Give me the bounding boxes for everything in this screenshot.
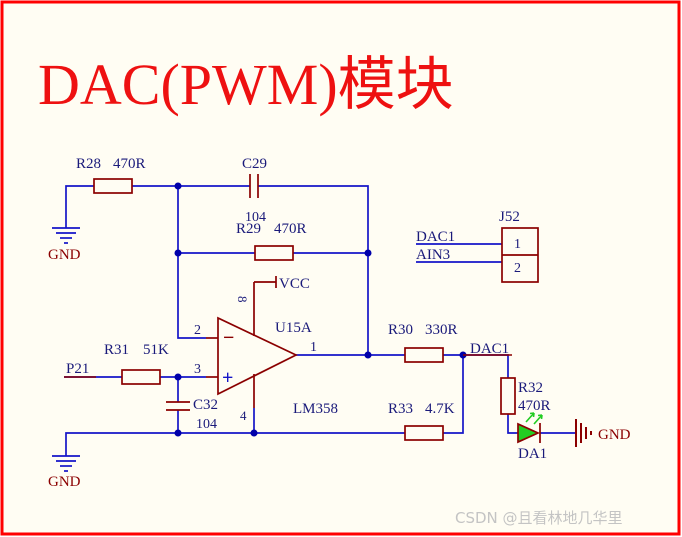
opamp-u15a bbox=[217, 316, 298, 396]
r33-value: 4.7K bbox=[425, 401, 455, 417]
resistor-r29 bbox=[254, 245, 294, 261]
opamp-pin-vcc-num: 8 bbox=[235, 296, 250, 303]
led-arrow bbox=[537, 414, 543, 420]
r32-ref: R32 bbox=[518, 380, 543, 396]
junction-dot bbox=[174, 182, 182, 190]
junction-dot bbox=[250, 429, 258, 437]
opamp-pin-out-num: 1 bbox=[310, 340, 317, 355]
gnd-label-top: GND bbox=[48, 247, 81, 263]
led-ref: DA1 bbox=[518, 446, 547, 462]
net-label-ain3-conn: AIN3 bbox=[416, 247, 450, 263]
resistor-r28 bbox=[93, 178, 133, 194]
opamp-pin-inv-num: 2 bbox=[194, 323, 201, 338]
net-label-dac1-conn: DAC1 bbox=[416, 229, 455, 245]
net-label-dac1-out: DAC1 bbox=[470, 341, 509, 357]
resistor-r32 bbox=[500, 377, 516, 415]
page-title: DAC(PWM)模块 bbox=[38, 52, 454, 117]
net-label-p21: P21 bbox=[66, 361, 89, 377]
r30-ref: R30 bbox=[388, 322, 413, 338]
resistor-r30 bbox=[404, 347, 444, 363]
opamp-pin-noninv-num: 3 bbox=[194, 362, 201, 377]
resistor-r33 bbox=[404, 425, 444, 441]
gnd-symbol-bottom bbox=[52, 455, 80, 472]
wire-r33-right bbox=[443, 355, 464, 434]
wire-gnd-r28 bbox=[65, 185, 94, 228]
r31-value: 51K bbox=[143, 342, 169, 358]
opamp-pin-gnd-num: 4 bbox=[240, 408, 247, 423]
gnd-label-bottom: GND bbox=[48, 474, 81, 490]
wire-r32-led bbox=[507, 414, 518, 434]
gnd-symbol-right bbox=[575, 419, 592, 447]
r28-value: 470R bbox=[113, 156, 146, 172]
opamp-ref: U15A bbox=[275, 320, 312, 336]
c29-ref: C29 bbox=[242, 156, 267, 172]
r29-value: 470R bbox=[274, 221, 307, 237]
r28-ref: R28 bbox=[76, 156, 101, 172]
junction-dot bbox=[364, 249, 372, 257]
junctions bbox=[174, 182, 467, 437]
r32-value: 470R bbox=[518, 398, 551, 414]
j52-pin1-num: 1 bbox=[514, 237, 521, 252]
led-arrow bbox=[525, 412, 535, 423]
wire-c29-right bbox=[258, 185, 369, 354]
r33-ref: R33 bbox=[388, 401, 413, 417]
led-arrow bbox=[529, 412, 535, 418]
c32-value: 104 bbox=[196, 417, 217, 432]
r30-value: 330R bbox=[425, 322, 458, 338]
junction-dot bbox=[364, 351, 372, 359]
wire-feedback-left bbox=[177, 186, 206, 339]
vcc-label: VCC bbox=[279, 276, 310, 292]
watermark: CSDN @且看林地几华里 bbox=[455, 509, 623, 527]
r29-ref: R29 bbox=[236, 221, 261, 237]
resistor-r31 bbox=[121, 369, 161, 385]
j52-pin2-num: 2 bbox=[514, 261, 521, 276]
gnd-symbol-top bbox=[52, 227, 80, 244]
opamp-part: LM358 bbox=[293, 401, 338, 417]
junction-dot bbox=[174, 373, 182, 381]
opamp-minus-sign: − bbox=[223, 327, 234, 349]
gnd-label-right: GND bbox=[598, 427, 631, 443]
r31-ref: R31 bbox=[104, 342, 129, 358]
c32-ref: C32 bbox=[193, 397, 218, 413]
j52-ref: J52 bbox=[499, 209, 520, 225]
junction-dot bbox=[174, 429, 182, 437]
opamp-plus-sign: + bbox=[222, 367, 233, 389]
led-arrow bbox=[533, 414, 543, 425]
led-triangle bbox=[517, 422, 541, 444]
wire-gnd-rail bbox=[65, 432, 405, 456]
junction-dot bbox=[174, 249, 182, 257]
c29-value: 104 bbox=[245, 210, 266, 225]
